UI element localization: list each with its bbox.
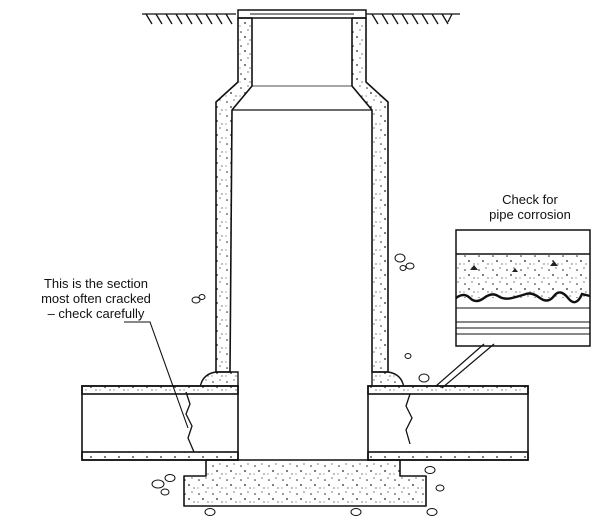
pipe-left (81, 385, 239, 461)
pipe-corrosion-label: Check for pipe corrosion (475, 192, 585, 222)
crack-right (405, 393, 413, 445)
cracked-section-label-line2: most often cracked (41, 291, 151, 306)
chamber-wall-left (215, 17, 253, 373)
chamber-wall-right (351, 17, 389, 373)
crack-left (185, 391, 195, 453)
cracked-section-label-line3: – check carefully (47, 306, 145, 321)
pipe-right (367, 385, 529, 461)
cracked-section-label: This is the section most often cracked –… (4, 276, 188, 321)
gravel-stones (151, 253, 445, 516)
ground-surface (142, 13, 460, 25)
pipe-corrosion-inset (455, 229, 591, 347)
leader-line-pipe-corrosion (435, 343, 495, 389)
pipe-corrosion-label-line2: pipe corrosion (489, 207, 571, 222)
pipe-corrosion-label-line1: Check for (502, 192, 558, 207)
cracked-section-label-line1: This is the section (43, 276, 149, 291)
leader-line-cracked-section (124, 321, 189, 429)
base-slab (183, 459, 427, 507)
